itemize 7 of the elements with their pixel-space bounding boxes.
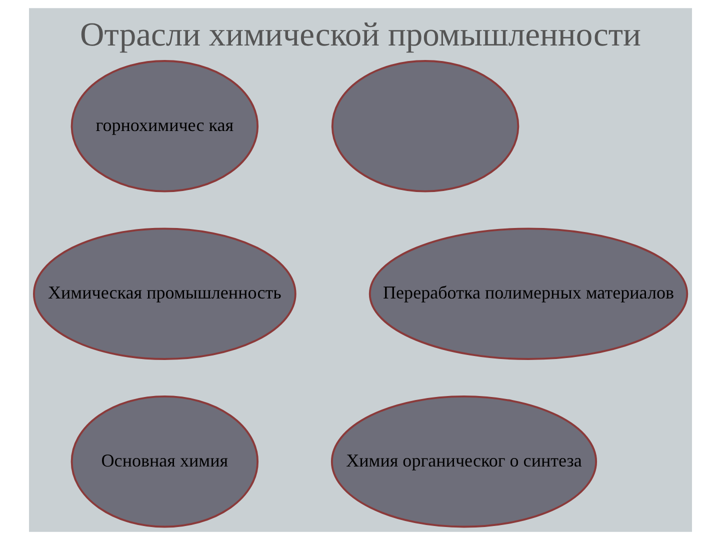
node-ellipse: Основная химия: [70, 395, 258, 528]
node-ellipse: Химия органическог о синтеза: [330, 395, 597, 528]
node-ellipse: [330, 60, 519, 192]
diagram-title: Отрасли химической промышленности: [80, 16, 640, 54]
node-ellipse: горнохимичес кая: [70, 60, 258, 192]
node-ellipse: Переработка полимерных материалов: [368, 228, 688, 360]
node-ellipse: Химическая промышленность: [32, 228, 296, 360]
